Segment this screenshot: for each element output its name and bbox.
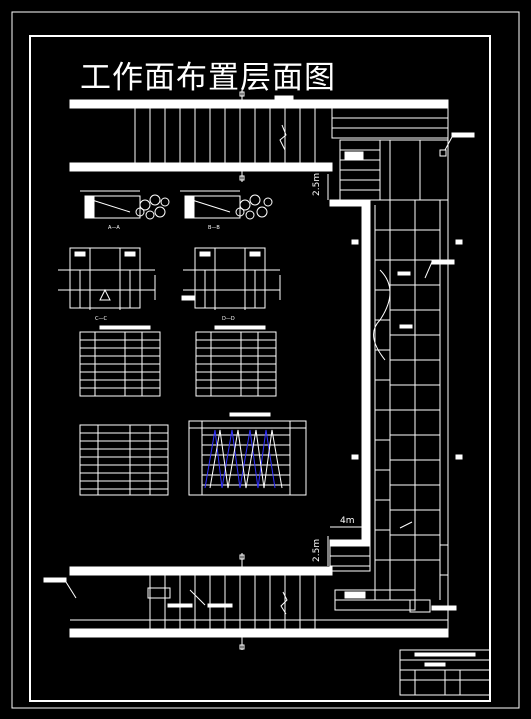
table-3 — [79, 424, 169, 496]
outer-frame — [11, 11, 520, 709]
lower-roadway — [43, 553, 449, 650]
upper-corner-block — [331, 107, 475, 201]
lower-gap-dimension: 2.5m — [312, 538, 322, 562]
section-a — [80, 190, 170, 220]
section-c — [58, 247, 156, 310]
working-face — [329, 199, 463, 600]
section-b — [180, 190, 273, 220]
drawing-title: 工作面布置层面图 — [80, 60, 336, 96]
section-a-label: A—A — [108, 225, 120, 231]
section-d — [181, 247, 281, 310]
section-c-label: C—C — [95, 316, 107, 322]
table-1 — [79, 325, 161, 397]
upper-gap-dimension: 2.5m — [312, 172, 322, 196]
upper-roadway — [69, 90, 449, 182]
lower-corner-block — [329, 544, 457, 637]
title-block — [399, 649, 491, 696]
section-d-label: D—D — [222, 316, 235, 322]
cycle-chart — [188, 412, 307, 496]
table-2 — [195, 325, 277, 397]
inner-frame — [29, 35, 491, 702]
width-dimension: 4m — [340, 516, 355, 526]
section-b-label: B—B — [208, 225, 220, 231]
